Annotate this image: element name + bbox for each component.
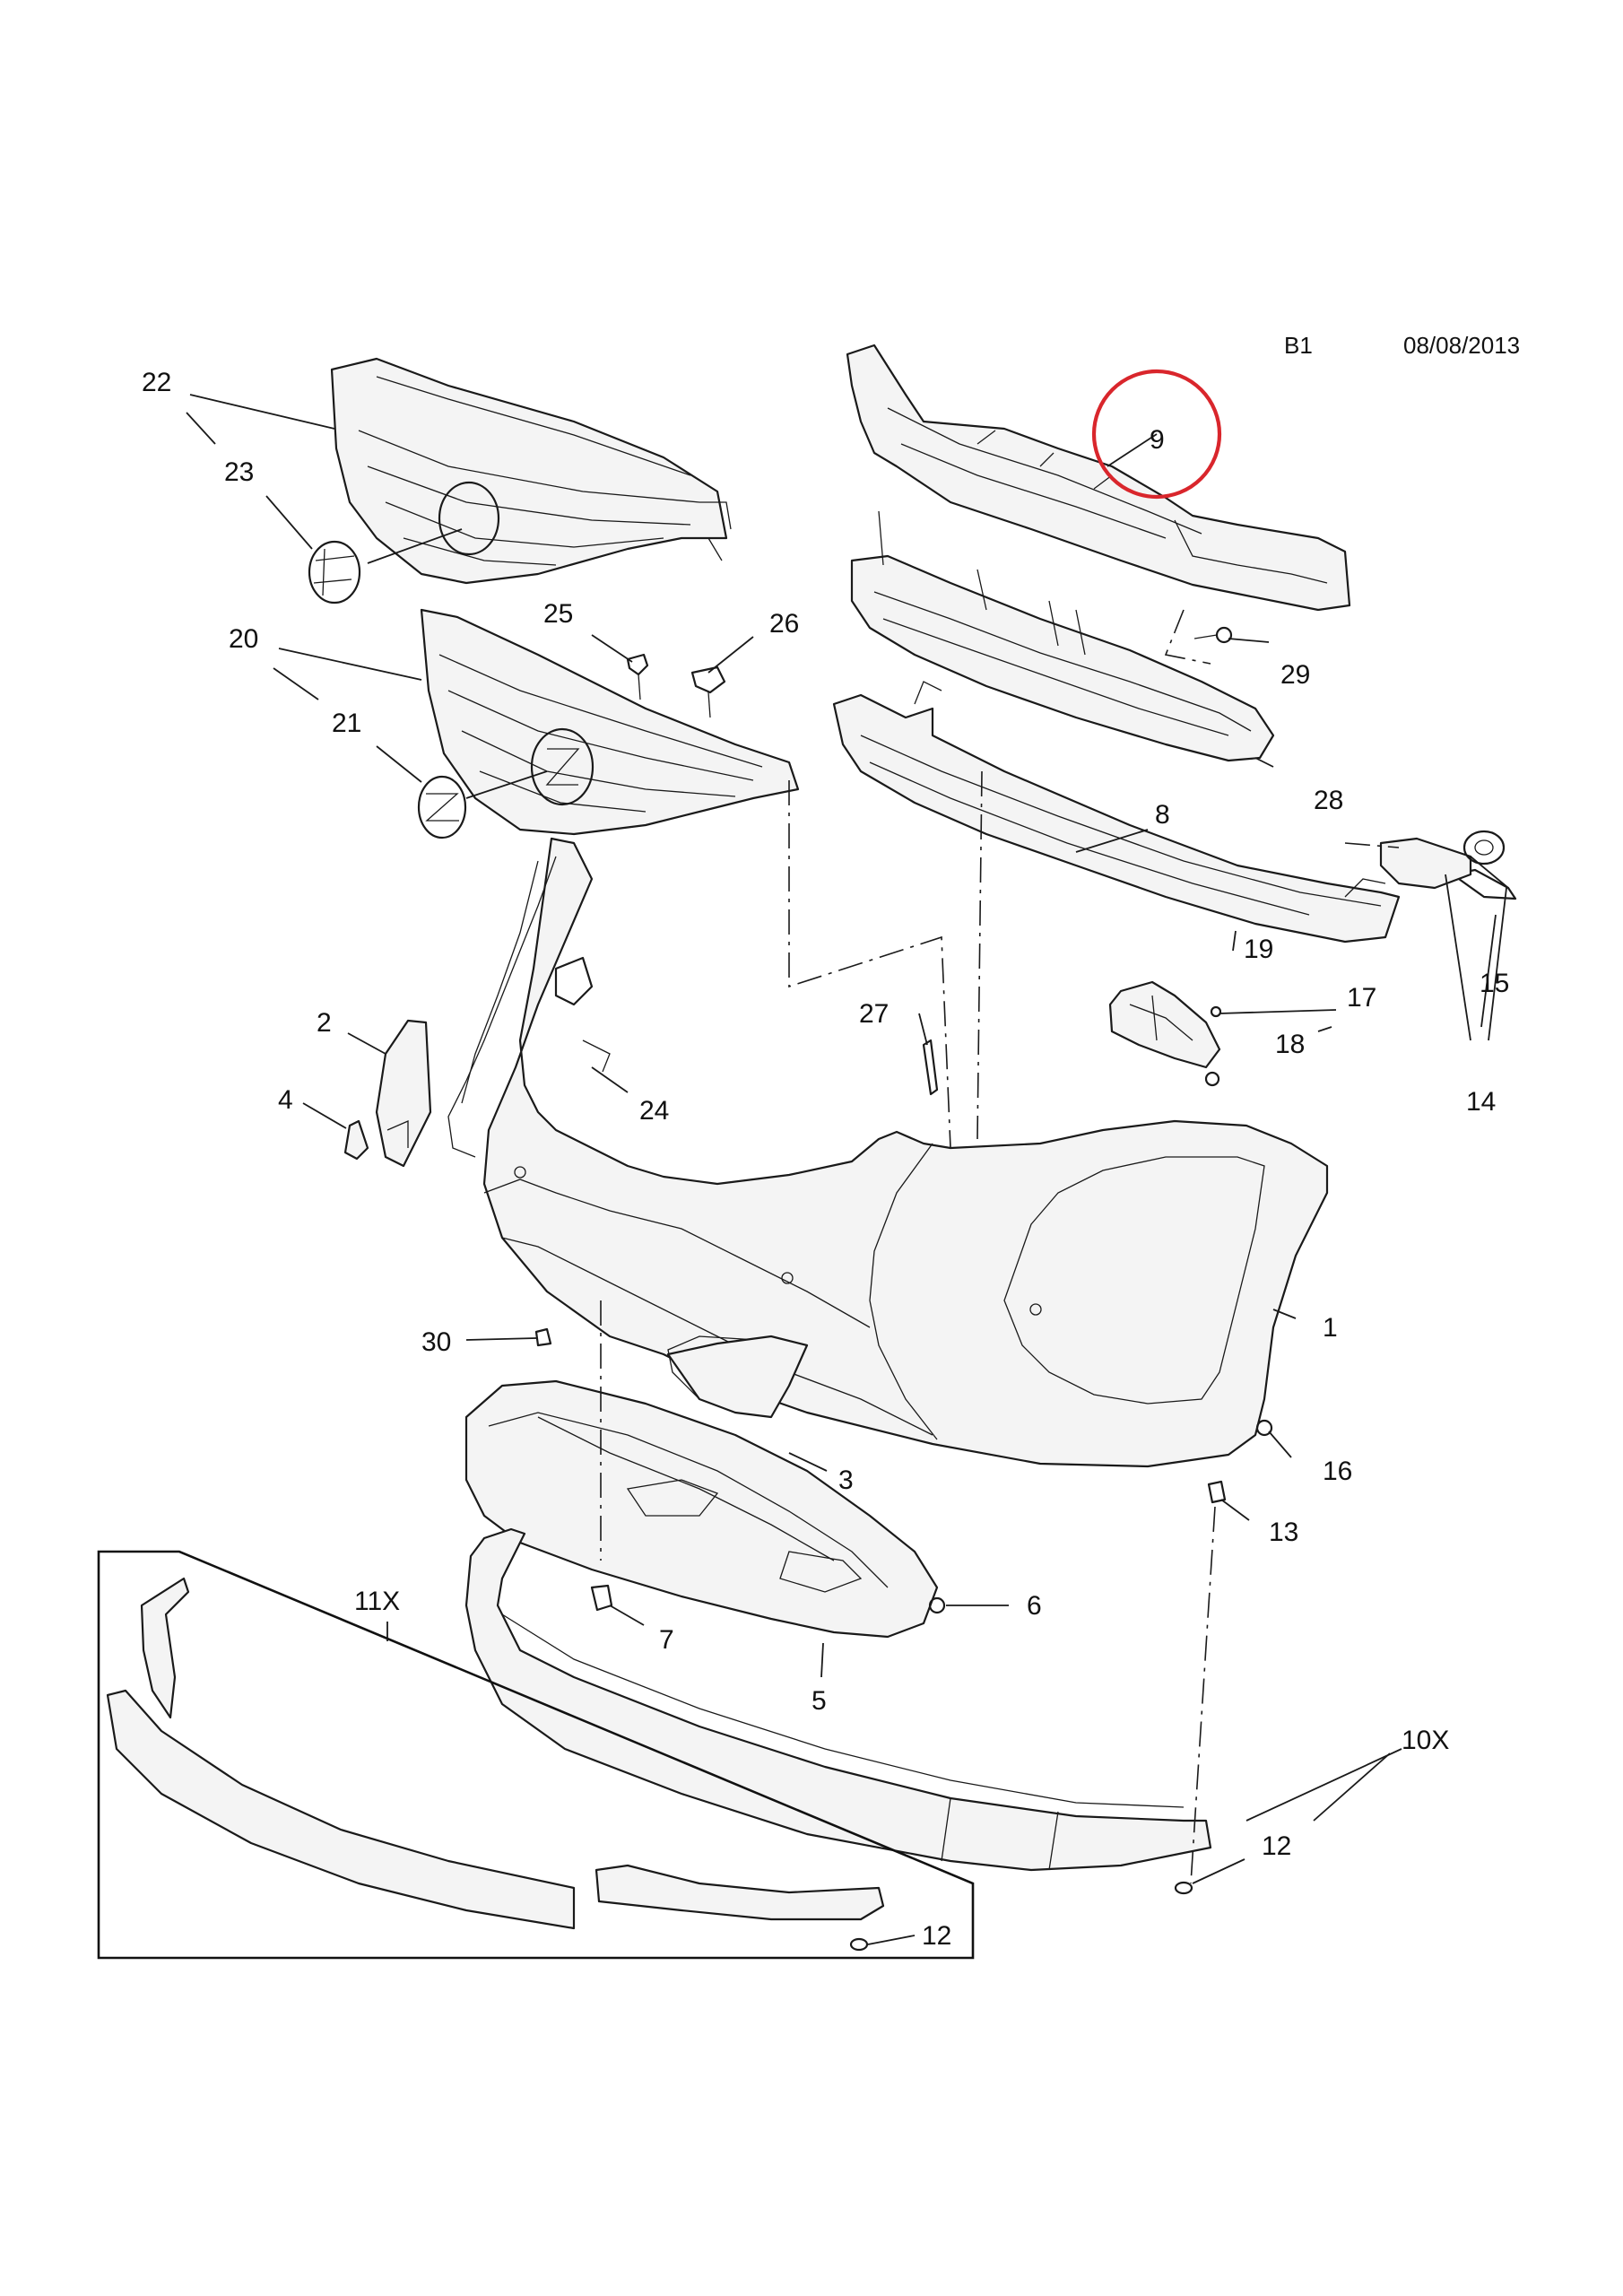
label-1: 1	[1323, 1313, 1338, 1343]
label-3: 3	[838, 1465, 854, 1495]
part-14-bracket[interactable]	[1379, 830, 1506, 890]
part-16-nut[interactable]	[1255, 1419, 1273, 1437]
label-11x: 11X	[354, 1587, 400, 1616]
part-27-clip[interactable]	[922, 1039, 939, 1096]
part-25-clip[interactable]	[626, 653, 649, 700]
inset-frame-11x	[97, 1550, 975, 1960]
label-30: 30	[421, 1327, 451, 1357]
label-29: 29	[1280, 660, 1310, 690]
part-20-grille-lower[interactable]	[420, 608, 800, 836]
part-30-clip[interactable]	[534, 1327, 552, 1347]
label-26: 26	[769, 609, 799, 639]
label-18: 18	[1275, 1030, 1305, 1059]
part-4-tow-cover[interactable]	[343, 1119, 369, 1161]
label-9: 9	[1150, 425, 1165, 455]
label-19: 19	[1244, 935, 1273, 964]
label-12-main: 12	[1262, 1831, 1291, 1861]
label-24: 24	[639, 1096, 669, 1126]
label-23: 23	[224, 457, 254, 487]
reference-lines	[600, 609, 1400, 1884]
part-12-bolt[interactable]	[849, 1881, 1193, 1952]
part-labels: 22 23 20 21 25 26 9 29 28 8 19 17 18 15 …	[142, 368, 1509, 1951]
label-28: 28	[1314, 786, 1343, 815]
label-5: 5	[812, 1686, 827, 1716]
part-22-grille-upper[interactable]	[330, 357, 732, 585]
part-29-screw[interactable]	[1193, 626, 1233, 644]
label-8: 8	[1155, 800, 1170, 830]
part-26-clip[interactable]	[690, 665, 726, 718]
label-16: 16	[1323, 1457, 1352, 1486]
part-24-bracket[interactable]	[554, 956, 611, 1073]
part-23-emblem-upper[interactable]	[308, 540, 361, 604]
highlight-circle	[1091, 369, 1222, 500]
part-21-emblem-lower[interactable]	[417, 775, 467, 839]
part-10x-spoiler[interactable]	[464, 1527, 1212, 1872]
part-17-latch-bracket[interactable]	[1108, 980, 1222, 1087]
part-13-clip[interactable]	[1207, 1480, 1227, 1504]
part-6-clip[interactable]	[928, 1596, 946, 1614]
part-7-clip[interactable]	[590, 1584, 613, 1612]
label-12-inset: 12	[922, 1921, 951, 1951]
label-10x: 10X	[1402, 1726, 1449, 1755]
part-5-lower-grille[interactable]	[464, 1379, 939, 1639]
part-1-bumper-fascia[interactable]	[447, 837, 1329, 1468]
group-code: B1	[1284, 332, 1313, 359]
part-2-reflector-plate[interactable]	[375, 1019, 432, 1168]
label-6: 6	[1027, 1591, 1042, 1621]
part-3-trim[interactable]	[666, 1335, 809, 1419]
diagram-date: 08/08/2013	[1403, 332, 1520, 359]
label-17: 17	[1347, 983, 1376, 1013]
label-15: 15	[1480, 969, 1509, 998]
label-13: 13	[1269, 1518, 1298, 1547]
label-25: 25	[543, 599, 573, 629]
part-28-grille-insert[interactable]	[850, 510, 1275, 762]
label-4: 4	[278, 1085, 293, 1115]
label-7: 7	[659, 1625, 674, 1655]
label-14: 14	[1466, 1087, 1496, 1117]
label-2: 2	[317, 1008, 332, 1038]
label-27: 27	[859, 999, 889, 1029]
label-22: 22	[142, 368, 171, 397]
part-11x-spoiler-set[interactable]	[106, 1577, 885, 1930]
label-21: 21	[332, 709, 361, 738]
leader-lines	[186, 394, 1509, 1945]
label-20: 20	[229, 624, 258, 654]
